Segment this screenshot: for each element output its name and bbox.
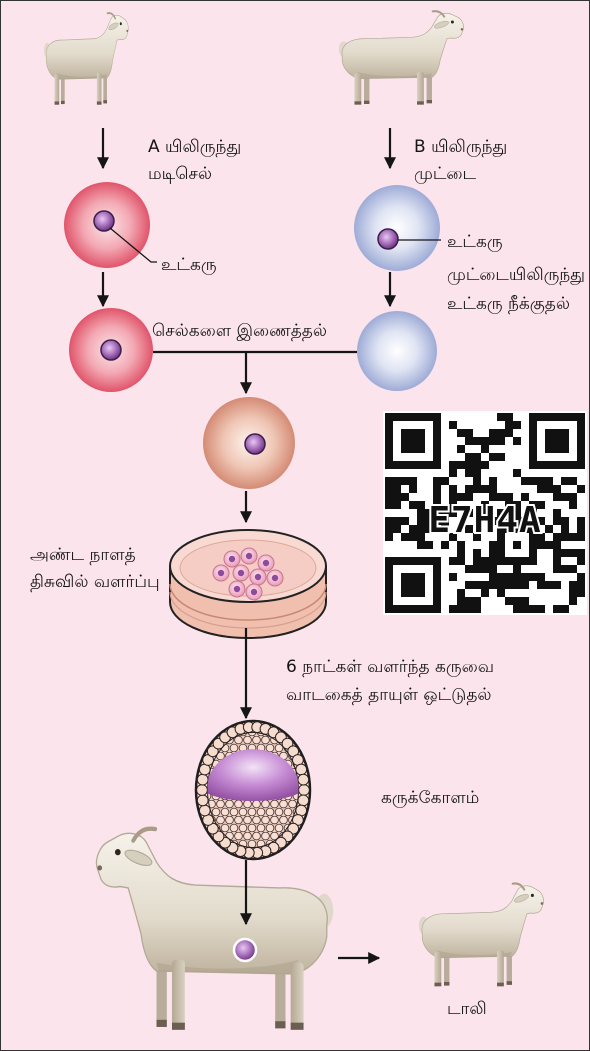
trophoblast-cell [197,774,208,785]
cultured-cell-nucleus [238,570,244,576]
trophoblast-cell [199,805,210,816]
enucleated-egg-cell [357,311,437,391]
source-a-label-line1: A யிலிருந்து [148,137,241,157]
trophoblast-cell [197,785,208,796]
trophoblast-cell [299,785,310,796]
cultured-cell-nucleus [255,574,261,580]
nucleus-label-left: உட்கரு [161,255,217,275]
cultured-cell-nucleus [229,556,235,562]
petri-dish [170,530,326,638]
culture-label-line1: அண்ட நாளத் [30,545,136,565]
dolly-label: டாலி [447,999,487,1019]
cultured-cell-nucleus [251,589,257,595]
implantation-label-line1: 6 நாட்கள் வளர்ந்த கருவை [286,657,494,677]
trophoblast-cell [197,795,208,806]
nucleus-label-right: உட்கரு [447,232,503,252]
egg-cell-nucleus [378,229,398,249]
egg-cell [354,185,440,271]
source-a-label-line2: மடிசெல் [148,164,212,184]
culture-label-line2: திசுவில் வளர்ப்பு [30,572,160,592]
trophoblast-cell [296,764,307,775]
qr-code[interactable]: E7H4A [383,411,587,615]
cultured-cell-nucleus [234,586,240,592]
trophoblast-cell [298,795,309,806]
blastocyst [196,721,310,859]
cultured-cell-nucleus [272,575,278,581]
cultured-cell-nucleus [246,553,252,559]
source-b-label-line1: B யிலிருந்து [414,137,507,157]
cultured-cell-nucleus [218,570,224,576]
implantation-label-line2: வாடகைத் தாயுள் ஒட்டுதல் [286,685,492,705]
blastocyst-label: கருக்கோளம் [381,788,479,808]
cultured-cell-nucleus [263,560,269,566]
source-b-label-line2: முட்டை [414,164,476,184]
enucleation-label-line2: உட்கரு நீக்குதல் [447,294,570,314]
enucleation-label-line1: முட்டையிலிருந்து [447,265,585,285]
fused-cell-nucleus [245,434,265,454]
fusion-label: செல்களை இணைத்தல் [152,321,327,341]
implanted-embryo [234,939,256,961]
trophoblast-cell [298,774,309,785]
qr-code-label: E7H4A [428,500,541,541]
udder-cell-for-fusion-nucleus [101,340,121,360]
